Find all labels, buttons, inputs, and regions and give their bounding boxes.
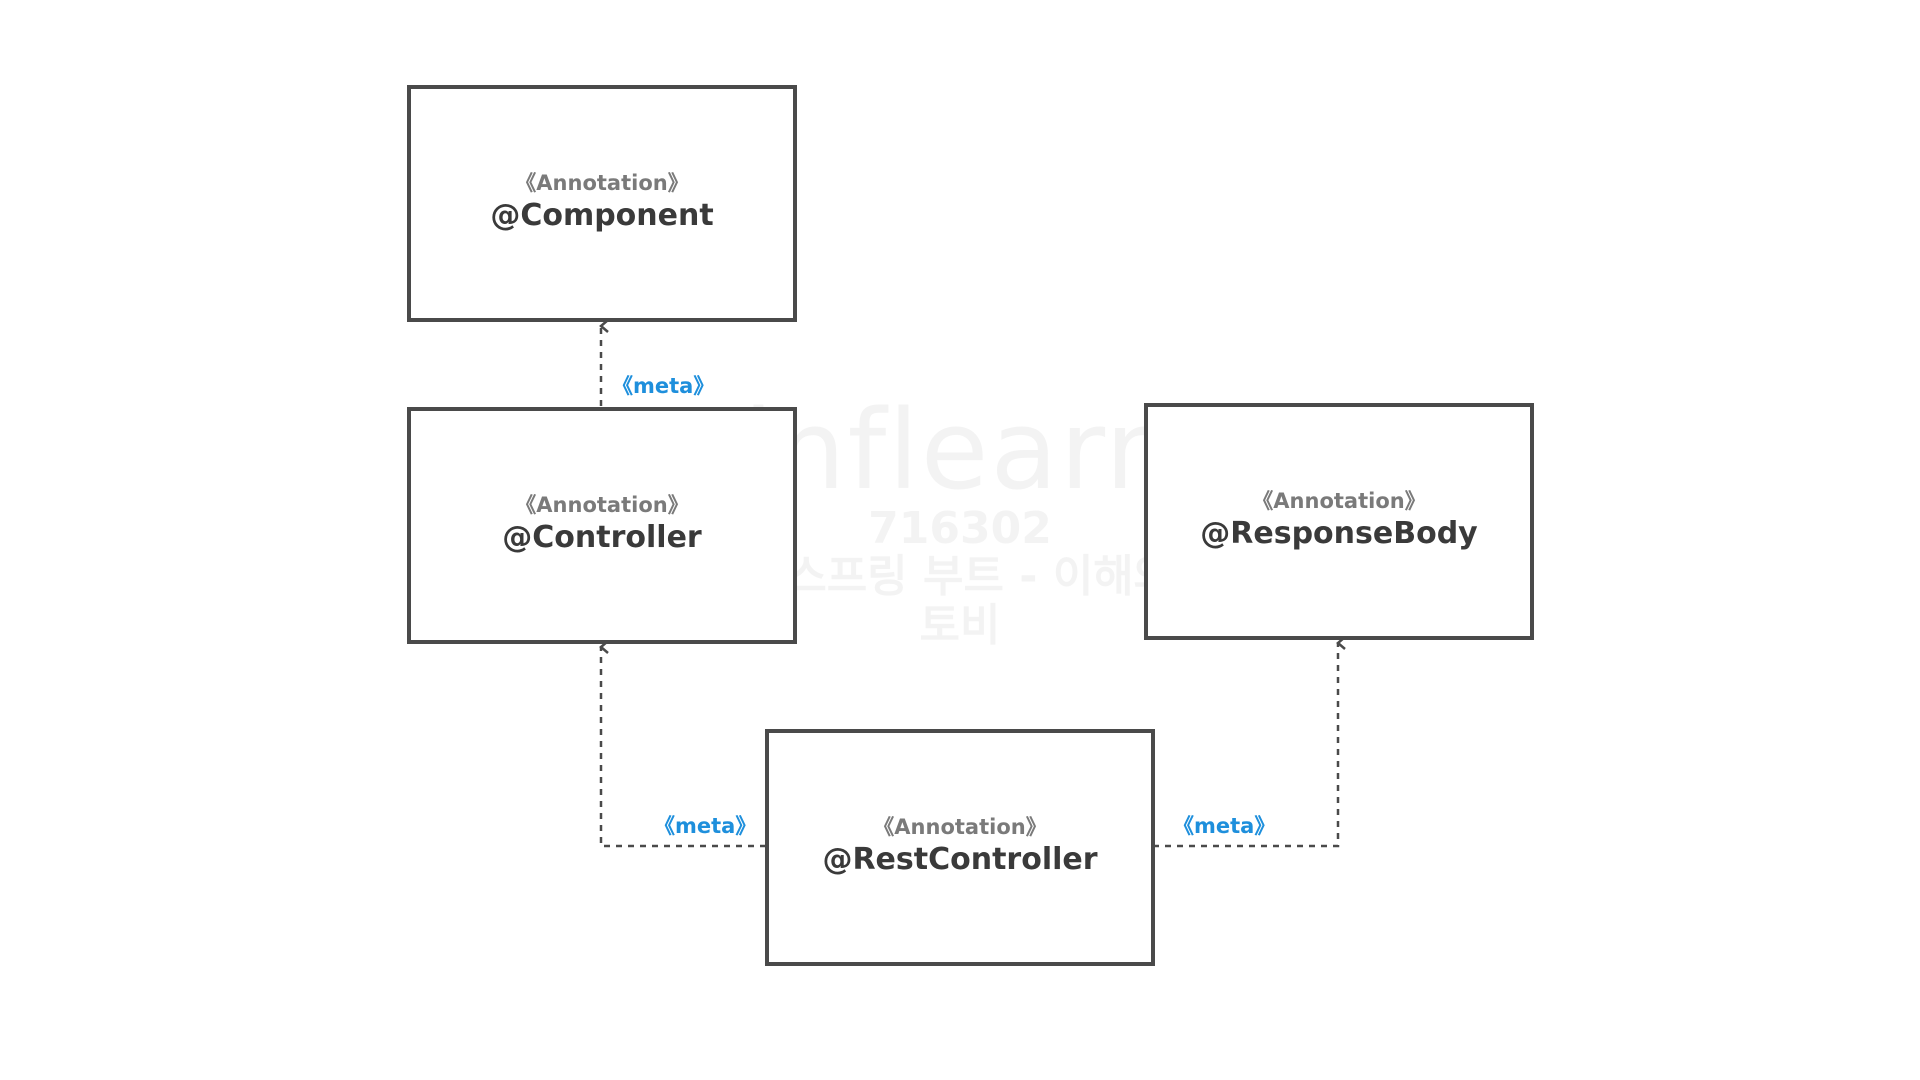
node-name: @ResponseBody bbox=[1200, 515, 1478, 551]
edge-label-meta: 《meta》 bbox=[654, 814, 757, 838]
node-rest-controller: 《Annotation》 @RestController bbox=[765, 729, 1155, 966]
node-name: @Component bbox=[490, 197, 714, 233]
node-stereotype: 《Annotation》 bbox=[873, 815, 1047, 840]
edge-label-meta: 《meta》 bbox=[1173, 814, 1276, 838]
edge-label-meta: 《meta》 bbox=[612, 374, 715, 398]
node-component: 《Annotation》 @Component bbox=[407, 85, 797, 322]
node-stereotype: 《Annotation》 bbox=[1252, 489, 1426, 514]
node-response-body: 《Annotation》 @ResponseBody bbox=[1144, 403, 1534, 640]
node-controller: 《Annotation》 @Controller bbox=[407, 407, 797, 644]
node-name: @RestController bbox=[822, 841, 1098, 877]
node-name: @Controller bbox=[502, 519, 702, 555]
node-stereotype: 《Annotation》 bbox=[515, 493, 689, 518]
edge-restcontroller-to-responsebody bbox=[1153, 636, 1346, 848]
node-stereotype: 《Annotation》 bbox=[515, 171, 689, 196]
